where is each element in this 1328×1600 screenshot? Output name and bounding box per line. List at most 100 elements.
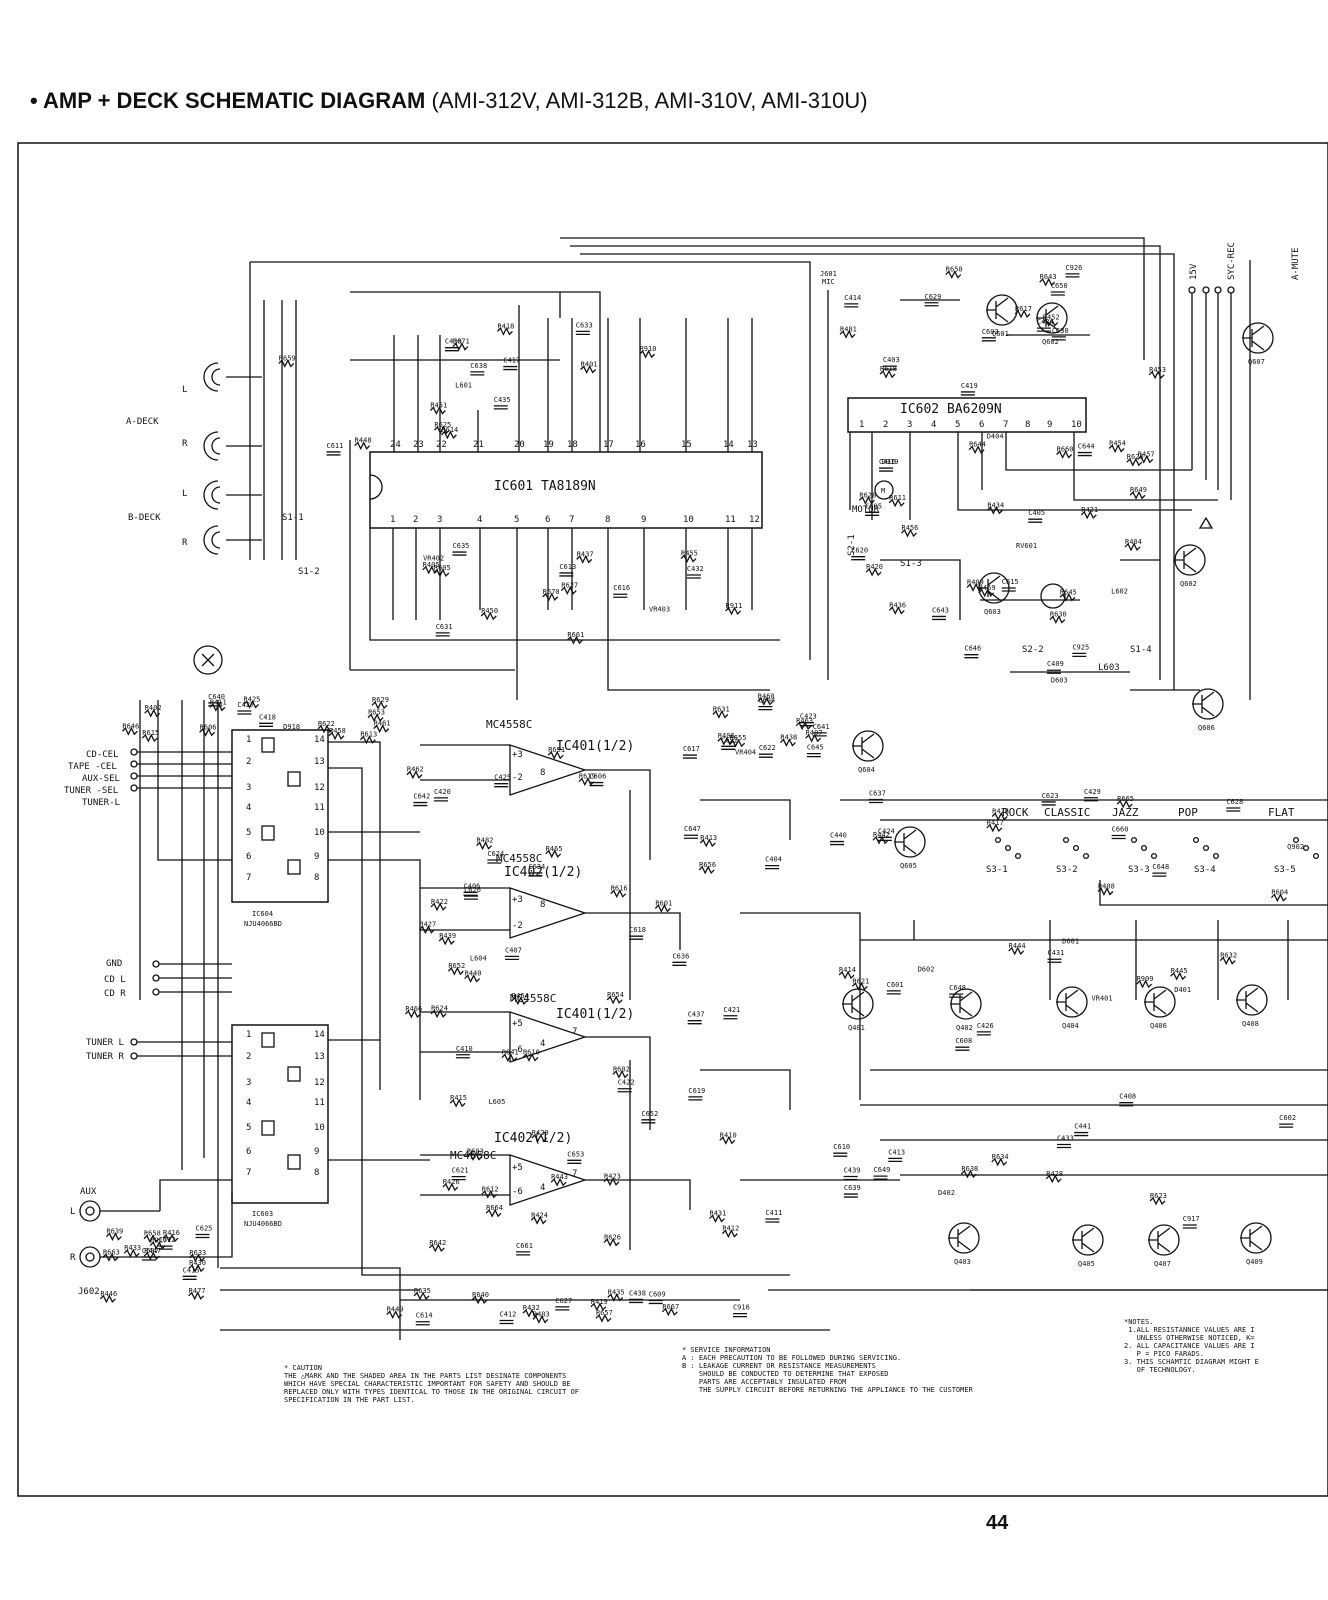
- deck-jack-icon: [203, 431, 219, 461]
- part-designator: R482: [477, 837, 494, 845]
- transistor-label: Q602: [1180, 580, 1197, 588]
- svg-text:7: 7: [572, 1027, 577, 1037]
- l603-label: L603: [1098, 663, 1120, 673]
- part-designator: C420: [434, 788, 451, 796]
- part-designator: C643: [932, 606, 949, 614]
- part-designator: R629: [372, 696, 389, 704]
- deck-jack-icon: [203, 525, 219, 555]
- capacitor-icon: [1001, 587, 1016, 592]
- part-designator: R642: [429, 1239, 446, 1247]
- part-designator: R639: [106, 1228, 123, 1236]
- resistor-icon: [779, 738, 796, 748]
- resistor-icon: [991, 1157, 1008, 1167]
- part-designator: C414: [844, 294, 861, 302]
- resistor-icon: [359, 735, 376, 745]
- capacitor-icon: [494, 783, 509, 788]
- resistor-icon: [243, 699, 260, 709]
- part-designator: R448: [355, 437, 372, 445]
- part-designator: R601: [655, 899, 672, 907]
- resistor-icon: [428, 1243, 445, 1253]
- part-designator: C419: [961, 382, 978, 390]
- part-designator: C660: [1112, 825, 1129, 833]
- resistor-icon: [603, 1177, 620, 1187]
- power-rails: 15V SYC-REC A-MUTE: [1188, 242, 1301, 500]
- eq-contact: [1312, 852, 1320, 860]
- resistor-icon: [968, 445, 985, 455]
- resistor-icon: [960, 1169, 977, 1179]
- resistor-icon: [879, 369, 896, 379]
- part-designator: R911: [726, 602, 743, 610]
- ic401a-label: IC401(1/2): [556, 739, 634, 754]
- resistor-icon: [143, 1234, 160, 1244]
- svg-text:+3: +3: [512, 750, 523, 760]
- cd-r-label: CD R: [104, 989, 126, 999]
- wire: [585, 1036, 651, 1130]
- capacitor-icon: [1047, 958, 1062, 963]
- analog-switch-gate: [261, 1032, 275, 1048]
- part-designator: R429: [532, 1129, 549, 1137]
- resistor-icon: [530, 1215, 547, 1225]
- svg-text:M: M: [881, 487, 885, 495]
- capacitor-icon: [463, 891, 478, 896]
- wire: [350, 291, 561, 318]
- part-designator: C410: [456, 1045, 473, 1053]
- resistor-icon: [1137, 454, 1154, 464]
- part-designator: C603: [982, 328, 999, 336]
- part-designator: R418: [497, 322, 514, 330]
- j601-label: J601: [820, 270, 837, 278]
- ic602-pin: 3: [907, 420, 912, 430]
- part-designator: R615: [142, 729, 159, 737]
- terminal: [130, 1052, 138, 1060]
- capacitor-icon: [528, 872, 543, 877]
- diagram-border: [17, 142, 1328, 1497]
- part-designator: R422: [431, 898, 448, 906]
- wire: [328, 741, 381, 1090]
- transistor-label: Q605: [900, 862, 917, 870]
- capacitor-icon: [435, 632, 450, 637]
- wire: [560, 237, 1145, 360]
- capacitor-icon: [455, 1054, 470, 1059]
- ic-pin-left: 6: [246, 1147, 251, 1157]
- eq-pop: POP: [1178, 806, 1198, 819]
- part-designator: C429: [1084, 788, 1101, 796]
- resistor-icon: [1080, 510, 1097, 520]
- wire: [369, 528, 780, 641]
- part-designator: R421: [1081, 506, 1098, 514]
- part-designator: R463: [796, 717, 813, 725]
- misc-labels: MOTOR M J601 MIC L603 RV601 !: [820, 270, 1214, 673]
- rail-15v: 15V: [1189, 263, 1199, 280]
- capacitor-icon: [960, 391, 975, 396]
- capacitor-icon: [882, 365, 897, 370]
- capacitor-icon: [843, 1193, 858, 1198]
- resistor-icon: [480, 611, 497, 621]
- resistor-icon: [888, 605, 905, 615]
- resistor-icon: [545, 849, 562, 859]
- eq-contact: [1150, 852, 1158, 860]
- part-designator: R436: [889, 601, 906, 609]
- ic604-part: NJU4066BD: [244, 920, 282, 928]
- capacitor-icon: [555, 1306, 570, 1311]
- ic-pin-left: 6: [246, 852, 251, 862]
- resistor-icon: [725, 606, 741, 616]
- headphone-jack-icon: [193, 645, 223, 675]
- capacitor-icon: [1041, 801, 1056, 806]
- resistor-icon: [1126, 457, 1143, 467]
- part-designator: C611: [326, 442, 343, 450]
- resistor-icon: [606, 995, 623, 1005]
- resistor-icon: [433, 425, 450, 435]
- ic-pin-right: 11: [314, 1098, 325, 1108]
- part-designator: C650: [1051, 282, 1068, 290]
- part-designator: C425: [494, 774, 511, 782]
- eq-contact: [1202, 844, 1210, 852]
- capacitor-icon: [981, 337, 996, 342]
- part-designator: R464: [512, 992, 529, 1000]
- resistor-icon: [698, 865, 715, 875]
- ic-pin-right: 9: [314, 1147, 319, 1157]
- eq-contact: [994, 836, 1002, 844]
- resistor-icon: [865, 567, 882, 577]
- capacitor-icon: [806, 752, 821, 758]
- part-designator: R459: [979, 584, 996, 592]
- part-designator: C661: [516, 1242, 533, 1250]
- wire: [957, 432, 1192, 511]
